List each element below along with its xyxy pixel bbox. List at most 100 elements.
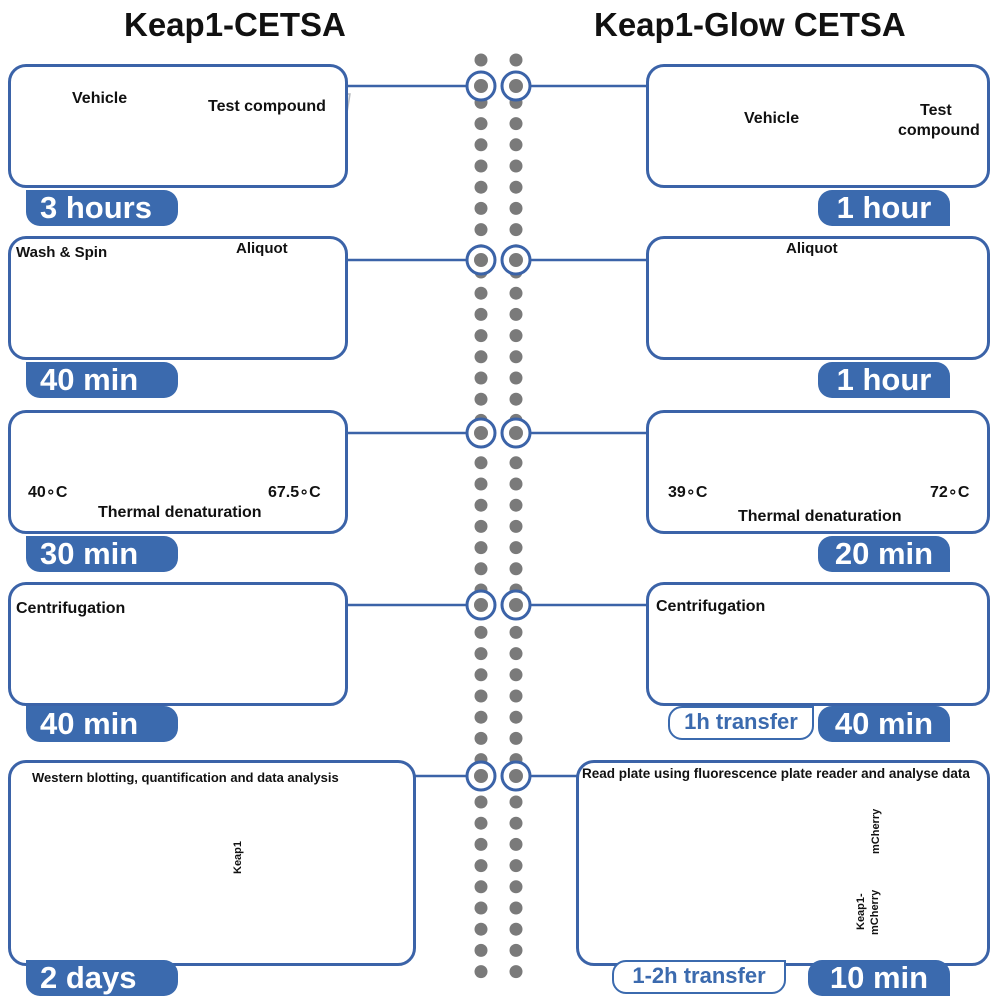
timeline-dot: [509, 180, 523, 194]
timeline-dot: [474, 477, 488, 491]
label-keap1-mcherry-axis-line2: mCherry: [869, 889, 881, 935]
timeline-dot: [509, 53, 523, 67]
timeline-dot: [474, 329, 488, 343]
label-test-right: Test: [920, 102, 952, 119]
connector-dot: [474, 426, 488, 440]
timeline-dot: [474, 541, 488, 555]
left-panel-western-blot: [8, 760, 416, 966]
timeline-dot: [474, 498, 488, 512]
connector-dot: [509, 79, 523, 93]
timeline-dot: [509, 710, 523, 724]
timeline-dot: [474, 901, 488, 915]
left-step3-time: 30 min: [26, 536, 178, 572]
label-wash-spin: Wash & Spin: [16, 244, 108, 261]
timeline-dot: [509, 837, 523, 851]
connector-dot: [474, 79, 488, 93]
timeline-dot: [509, 159, 523, 173]
timeline-dot: [474, 201, 488, 215]
label-western-blot: Western blotting, quantification and dat…: [32, 770, 339, 785]
right-title: Keap1-Glow CETSA: [594, 6, 906, 43]
right-step2-time: 1 hour: [818, 362, 950, 398]
timeline-dot: [509, 286, 523, 300]
timeline-dot: [474, 223, 488, 237]
timeline-dot: [509, 943, 523, 957]
timeline-dot: [509, 816, 523, 830]
timeline-dot: [509, 392, 523, 406]
timeline-dot: [509, 201, 523, 215]
timeline-dot: [509, 689, 523, 703]
label-centrifugation-left: Centrifugation: [16, 600, 126, 617]
timeline-dot: [509, 477, 523, 491]
timeline-dot: [509, 307, 523, 321]
left-panel-centrifugation: [8, 582, 348, 706]
left-panel-aliquot: [8, 236, 348, 360]
label-thermal-left: Thermal denaturation: [98, 504, 262, 521]
right-step5-transfer: 1-2h transfer: [612, 960, 786, 994]
timeline-dot: [509, 350, 523, 364]
timeline-dot: [509, 859, 523, 873]
left-step4-time: 40 min: [26, 706, 178, 742]
timeline-dot: [474, 795, 488, 809]
label-compound-right: compound: [898, 122, 980, 139]
left-panel-treatment: [8, 64, 348, 188]
timeline-dot: [509, 562, 523, 576]
timeline-dot: [509, 498, 523, 512]
timeline-dot: [474, 816, 488, 830]
timeline-dot: [509, 519, 523, 533]
label-test-compound-left: Test compound: [208, 98, 326, 115]
connector-dot: [509, 769, 523, 783]
right-panel-treatment: [646, 64, 990, 188]
timeline-dot: [509, 371, 523, 385]
timeline-dot: [474, 117, 488, 131]
timeline-dot: [509, 647, 523, 661]
timeline-dot: [474, 837, 488, 851]
timeline-dot: [509, 625, 523, 639]
timeline-dot: [474, 392, 488, 406]
label-centrifugation-right: Centrifugation: [656, 598, 766, 615]
timeline-dot: [474, 519, 488, 533]
left-step5-time: 2 days: [26, 960, 178, 996]
timeline-dot: [474, 371, 488, 385]
label-temp-high-right: 72∘C: [930, 484, 970, 501]
timeline-dot: [509, 329, 523, 343]
timeline-dot: [474, 562, 488, 576]
timeline-dot: [474, 731, 488, 745]
right-panel-aliquot: [646, 236, 990, 360]
connector-dot: [474, 253, 488, 267]
timeline-dot: [474, 286, 488, 300]
timeline-dot: [474, 943, 488, 957]
timeline-dot: [509, 668, 523, 682]
label-aliquot-right: Aliquot: [786, 240, 838, 257]
timeline-dot: [474, 965, 488, 979]
left-panel-denaturation: [8, 410, 348, 534]
right-panel-plate-reader: [576, 760, 990, 966]
timeline-dot: [509, 922, 523, 936]
label-thermal-right: Thermal denaturation: [738, 508, 902, 525]
timeline-dot: [474, 922, 488, 936]
connector-dot: [509, 253, 523, 267]
left-title: Keap1-CETSA: [124, 6, 346, 43]
timeline-dot: [509, 731, 523, 745]
label-temp-low-left: 40∘C: [28, 484, 68, 501]
timeline-dot: [474, 668, 488, 682]
label-vehicle-left: Vehicle: [72, 90, 128, 107]
label-temp-high-left: 67.5∘C: [268, 484, 321, 501]
label-aliquot-left: Aliquot: [236, 240, 288, 257]
timeline-dot: [474, 307, 488, 321]
timeline-dot: [474, 180, 488, 194]
label-temp-low-right: 39∘C: [668, 484, 708, 501]
timeline-dot: [474, 350, 488, 364]
connector-dot: [509, 426, 523, 440]
timeline-dot: [474, 880, 488, 894]
timeline-dot: [509, 880, 523, 894]
right-step3-time: 20 min: [818, 536, 950, 572]
right-step1-time: 1 hour: [818, 190, 950, 226]
timeline-dot: [474, 859, 488, 873]
timeline-dot: [509, 117, 523, 131]
left-step2-time: 40 min: [26, 362, 178, 398]
timeline-dot: [509, 965, 523, 979]
left-step1-time: 3 hours: [26, 190, 178, 226]
timeline-dot: [474, 138, 488, 152]
label-vehicle-right: Vehicle: [744, 110, 800, 127]
